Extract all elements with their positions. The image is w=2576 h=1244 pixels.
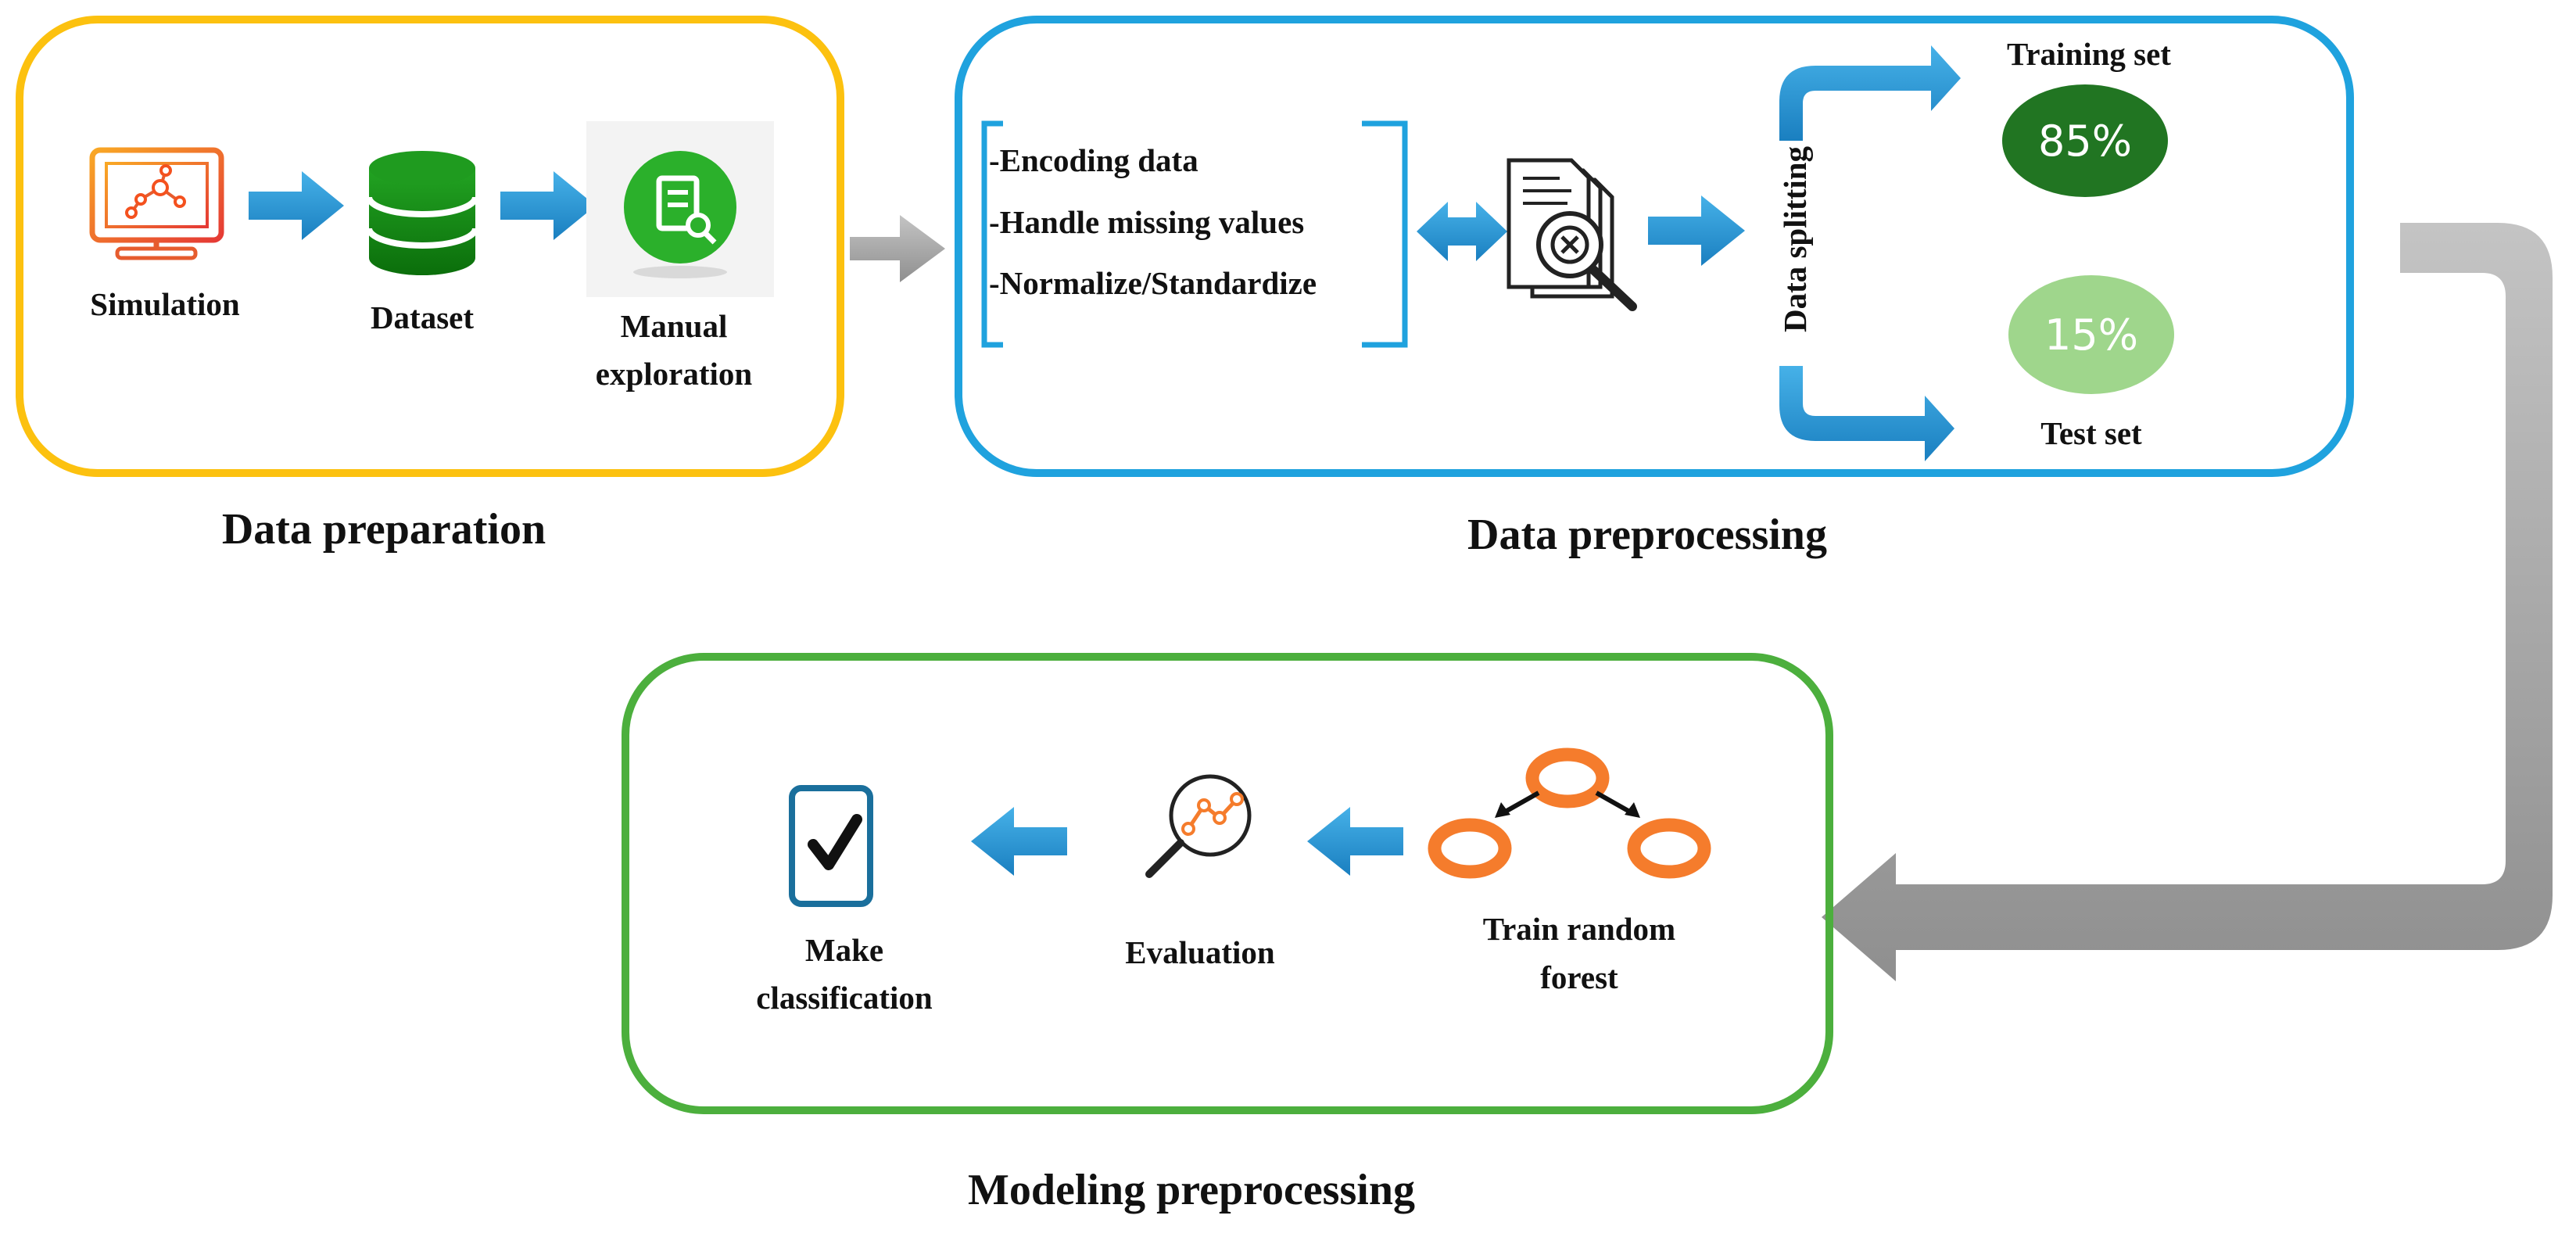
tree-nodes-icon: [1428, 747, 1711, 879]
task-missing-values: -Handle missing values: [989, 204, 1304, 240]
task-bracket-left: [981, 120, 1003, 348]
data-splitting-label: Data splitting: [1777, 145, 1813, 332]
evaluation-label: Evaluation: [1125, 934, 1275, 970]
test-percent-badge: [2008, 275, 2174, 394]
task-encoding: -Encoding data: [989, 142, 1198, 178]
split-arrow-training: [1779, 45, 1961, 141]
training-percent: 85%: [2038, 117, 2132, 166]
modeling-box: [622, 653, 1833, 1114]
make-classification-label-line2: classification: [756, 980, 933, 1016]
flow-arrow: [1648, 195, 1745, 266]
training-percent-badge: [2002, 84, 2168, 197]
document-review-icon: [1507, 158, 1637, 311]
preparation-title: Data preparation: [222, 505, 546, 554]
flow-arrow: [1307, 807, 1403, 876]
monitor-network-icon: [89, 147, 224, 260]
modeling-title: Modeling preprocessing: [968, 1166, 1415, 1214]
flow-arrow: [971, 807, 1067, 876]
train-random-forest-label-line1: Train random: [1483, 911, 1675, 947]
task-bracket-right: [1362, 120, 1408, 348]
dataset-label: Dataset: [371, 299, 474, 335]
manual-exploration-label-line1: Manual: [621, 308, 728, 344]
magnifier-chart-icon: [1145, 774, 1252, 878]
flow-arrow: [500, 171, 596, 240]
simulation-label: Simulation: [90, 286, 240, 322]
split-arrow-test: [1779, 366, 1954, 461]
manual-exploration-label-line2: exploration: [596, 356, 753, 392]
return-connector-arrow: [1822, 223, 2553, 981]
training-set-label: Training set: [2007, 36, 2171, 72]
flow-arrow: [249, 171, 344, 240]
preprocessing-title: Data preprocessing: [1467, 511, 1827, 559]
bidirectional-arrow: [1417, 202, 1507, 261]
section-connector-arrow: [850, 215, 945, 282]
train-random-forest-label-line2: forest: [1540, 959, 1618, 995]
task-normalize: -Normalize/Standardize: [989, 265, 1317, 301]
checkbox-icon: [789, 785, 873, 907]
database-icon: [366, 151, 478, 275]
preparation-box: [16, 16, 844, 477]
make-classification-label-line1: Make: [805, 932, 883, 968]
test-set-label: Test set: [2040, 415, 2142, 451]
preprocessing-box: [955, 16, 2354, 477]
test-percent: 15%: [2044, 310, 2138, 360]
document-search-icon: [586, 121, 774, 297]
